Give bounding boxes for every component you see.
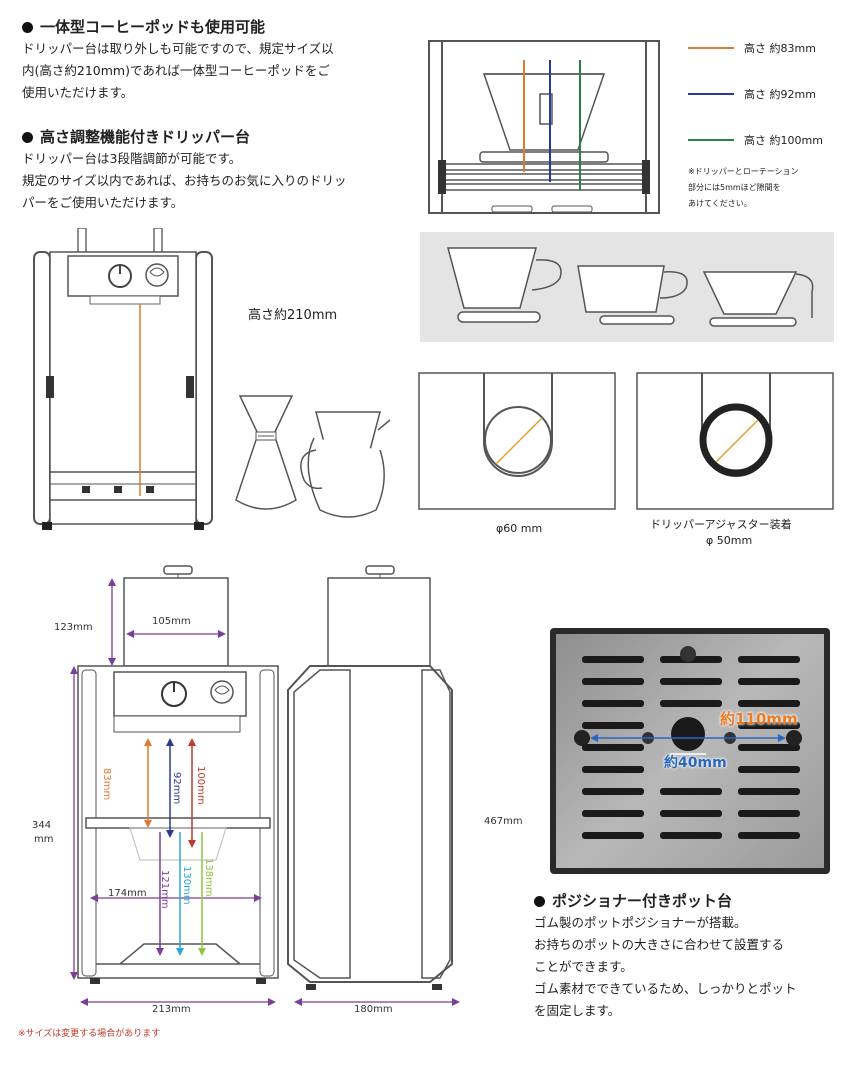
section2-heading: 高さ調整機能付きドリッパー台 — [22, 126, 250, 147]
tray-slot — [582, 700, 644, 707]
tray-slot — [660, 810, 722, 817]
tray-slot — [660, 700, 722, 707]
dim-100: 100mm — [195, 766, 206, 805]
section1-line-2: 内(高さ約210mm)であれば一体型コーヒーポッドをご — [22, 63, 330, 78]
dim-130: 130mm — [181, 866, 192, 905]
legend-swatch-83 — [688, 47, 734, 49]
coffee-pod-illustrations — [235, 395, 391, 518]
tray-slot — [738, 810, 800, 817]
dripper-height-diagram — [428, 40, 660, 214]
legend-swatch-92 — [688, 93, 734, 95]
dim-92: 92mm — [171, 772, 182, 805]
dripper-60mm-label: φ60 mm — [496, 522, 543, 535]
dimension-drawing — [70, 565, 460, 1006]
dim-344-unit: mm — [34, 834, 54, 845]
tray-slot — [738, 678, 800, 685]
dripper-50mm-diagram — [636, 372, 834, 510]
dripper-50mm-label: φ 50mm — [706, 534, 753, 547]
tray-40mm-label: 約40mm — [664, 755, 727, 771]
tray-slot — [582, 722, 644, 729]
tray-slot — [582, 744, 644, 751]
tray-110mm-label: 約110mm — [720, 710, 798, 728]
tray-slot — [738, 788, 800, 795]
legend-label-83: 高さ 約83mm — [744, 42, 816, 55]
dripper-60mm-diagram — [418, 372, 616, 510]
tray-slot — [582, 832, 644, 839]
dim-213: 213mm — [152, 1004, 191, 1015]
dim-105: 105mm — [152, 616, 191, 627]
legend-label-100: 高さ 約100mm — [744, 134, 823, 147]
legend-note-2: 部分には5mmほど隙間を — [688, 183, 781, 192]
bullet-icon — [534, 896, 545, 907]
tray-slot — [660, 788, 722, 795]
tray-slot — [582, 766, 644, 773]
dim-344-value: 344 — [32, 820, 52, 831]
legend-label-92: 高さ 約92mm — [744, 88, 816, 101]
legend-note-1: ※ドリッパーとローテーション — [688, 167, 799, 176]
dripper-adjuster-label: ドリッパーアジャスター装着 — [650, 518, 792, 531]
section3-heading: ポジショナー付きポット台 — [534, 890, 732, 911]
dim-138: 138mm — [203, 858, 214, 897]
section1-line-1: ドリッパー台は取り外しも可能ですので、規定サイズ以 — [22, 41, 334, 56]
dim-83: 83mm — [101, 768, 112, 801]
tray-slot — [582, 810, 644, 817]
pot-tray-illustration — [574, 646, 802, 839]
pod-height-label: 高さ約210mm — [248, 308, 338, 323]
dim-467: 467mm — [484, 816, 523, 827]
section3-line-1: ゴム製のポットポジショナーが搭載。 — [534, 915, 747, 930]
size-footnote: ※サイズは変更する場合があります — [18, 1029, 161, 1039]
section3-line-4: ゴム素材でできているため、しっかりとポット — [534, 981, 797, 996]
bullet-icon — [22, 22, 33, 33]
machine-front-illustration — [33, 228, 213, 530]
section1-line-3: 使用いただけます。 — [22, 85, 134, 100]
dim-121: 121mm — [159, 870, 170, 909]
tray-slot — [660, 832, 722, 839]
tray-slot — [660, 678, 722, 685]
tray-slot — [582, 656, 644, 663]
tray-slot — [738, 766, 800, 773]
tray-slot — [738, 832, 800, 839]
tray-slot — [738, 722, 800, 729]
dim-174: 174mm — [108, 888, 147, 899]
section3-line-3: ことができます。 — [534, 959, 633, 974]
dim-123: 123mm — [54, 622, 93, 633]
tray-slot — [582, 678, 644, 685]
tray-slot — [738, 744, 800, 751]
legend-swatch-100 — [688, 139, 734, 141]
legend-note-3: あけてください。 — [688, 199, 752, 208]
dripper-types-illustration — [447, 247, 814, 327]
section3-line-2: お持ちのポットの大きさに合わせて設置する — [534, 937, 785, 952]
dim-180: 180mm — [354, 1004, 393, 1015]
section2-line-3: パーをご使用いただけます。 — [22, 195, 184, 210]
tray-slot — [738, 700, 800, 707]
section3-line-5: を固定します。 — [534, 1003, 621, 1018]
section2-line-2: 規定のサイズ以内であれば、お持ちのお気に入りのドリッ — [22, 173, 347, 188]
section1-heading: 一体型コーヒーポッドも使用可能 — [22, 16, 265, 37]
section2-line-1: ドリッパー台は3段階調節が可能です。 — [22, 151, 242, 166]
tray-slot — [582, 788, 644, 795]
tray-slot — [738, 656, 800, 663]
bullet-icon — [22, 132, 33, 143]
